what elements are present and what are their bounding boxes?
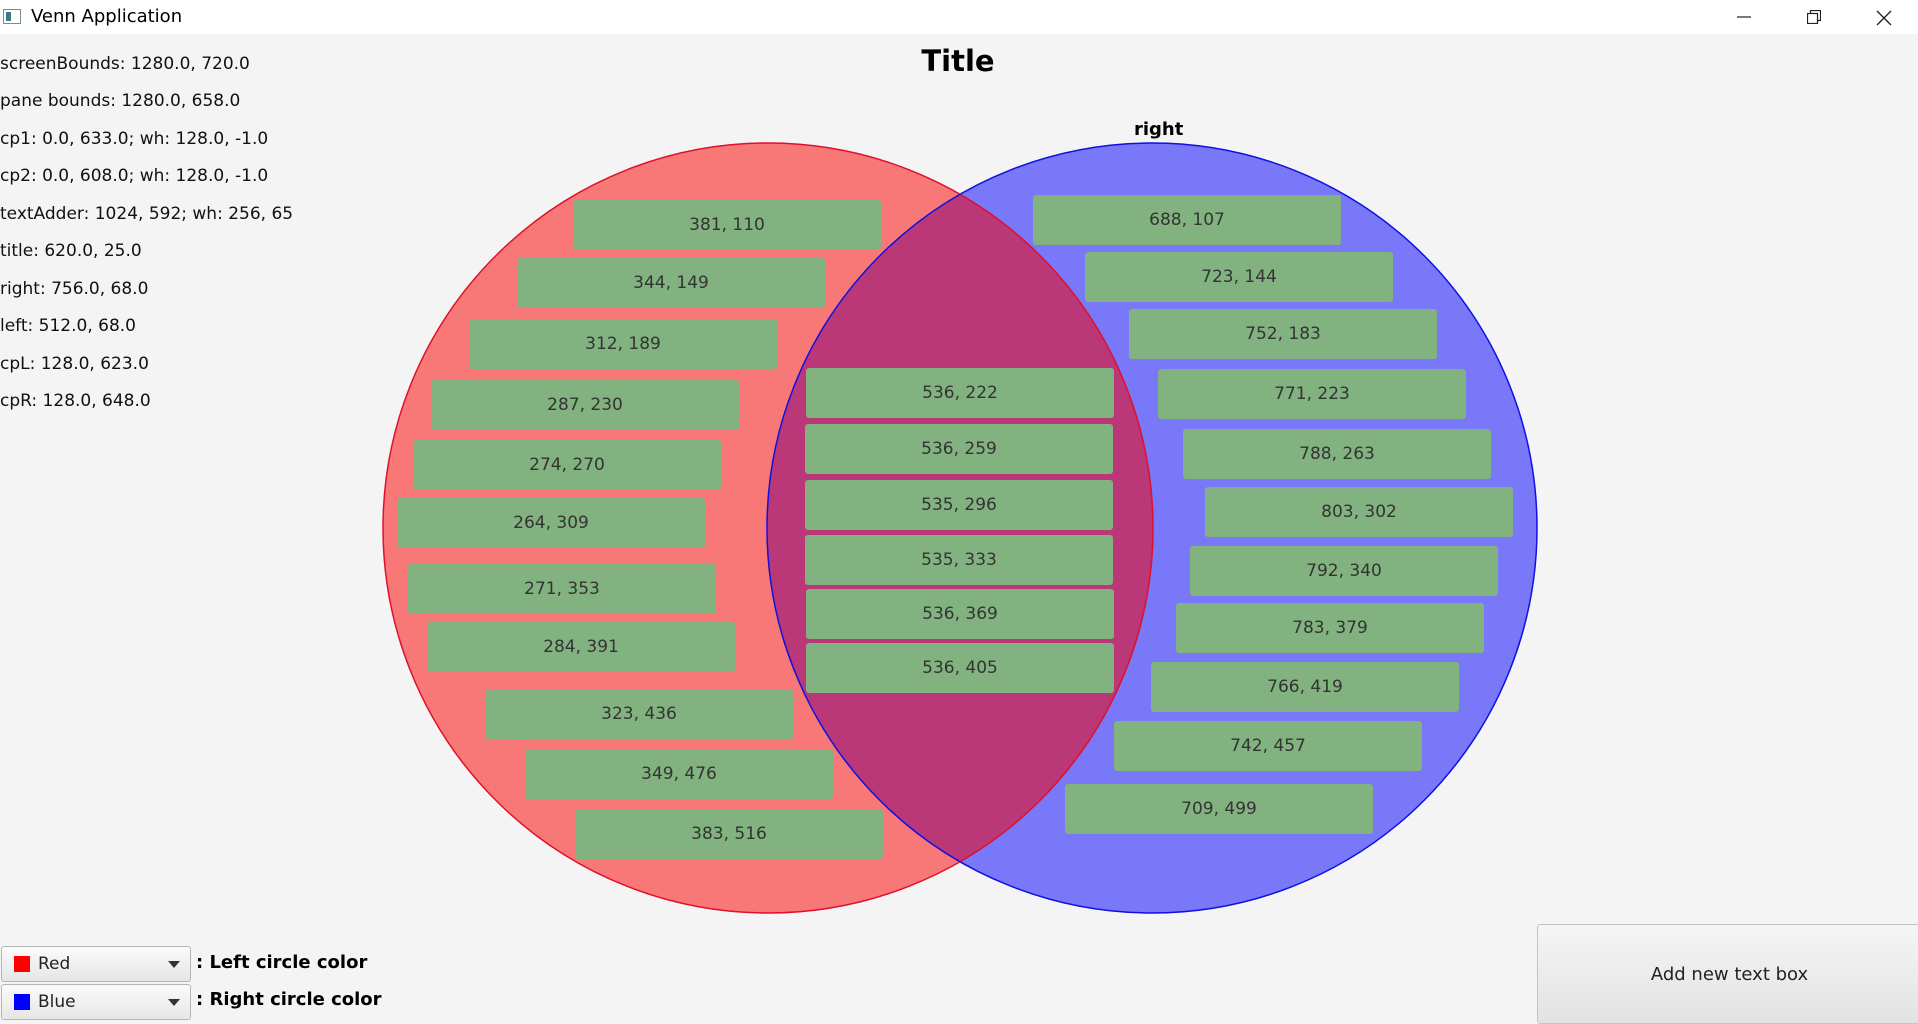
text-box[interactable]: 383, 516 [575, 809, 883, 859]
text-box[interactable]: 788, 263 [1183, 429, 1491, 479]
text-box[interactable]: 344, 149 [517, 258, 825, 308]
debug-title: title: 620.0, 25.0 [0, 241, 142, 261]
minimize-button[interactable] [1709, 0, 1779, 34]
text-box[interactable]: 287, 230 [431, 380, 739, 430]
text-box[interactable]: 783, 379 [1176, 603, 1484, 653]
window-title: Venn Application [31, 6, 183, 27]
text-box[interactable]: 284, 391 [427, 622, 735, 672]
text-box[interactable]: 271, 353 [408, 564, 716, 614]
text-box[interactable]: 771, 223 [1158, 369, 1466, 419]
app-icon [3, 9, 21, 24]
debug-left: left: 512.0, 68.0 [0, 316, 136, 336]
text-box[interactable]: 264, 309 [397, 498, 705, 548]
chevron-down-icon [168, 961, 180, 968]
right-color-swatch [14, 994, 30, 1010]
debug-text-adder: textAdder: 1024, 592; wh: 256, 65 [0, 204, 294, 224]
text-box[interactable]: 274, 270 [413, 440, 721, 490]
minimize-icon [1737, 16, 1751, 18]
diagram-title[interactable]: Title [921, 44, 995, 78]
overlap-region [767, 143, 1153, 913]
right-circle-outline [766, 142, 1538, 914]
left-color-swatch [14, 956, 30, 972]
right-color-value: Blue [38, 992, 76, 1012]
text-box[interactable]: 688, 107 [1033, 195, 1341, 245]
title-bar: Venn Application [0, 0, 1918, 34]
restore-button[interactable] [1779, 0, 1849, 34]
text-box[interactable]: 312, 189 [469, 319, 777, 369]
right-color-caption: : Right circle color [196, 989, 382, 1010]
text-box[interactable]: 709, 499 [1065, 784, 1373, 834]
text-box[interactable]: 536, 405 [806, 643, 1114, 693]
left-color-caption: : Left circle color [196, 952, 368, 973]
debug-cpl: cpL: 128.0, 623.0 [0, 354, 149, 374]
chevron-down-icon [168, 999, 180, 1006]
left-color-value: Red [38, 954, 71, 974]
text-box[interactable]: 742, 457 [1114, 721, 1422, 771]
right-circle-label[interactable]: right [1134, 119, 1184, 140]
debug-cpr: cpR: 128.0, 648.0 [0, 391, 151, 411]
debug-pane-bounds: pane bounds: 1280.0, 658.0 [0, 91, 241, 111]
text-box[interactable]: 803, 302 [1205, 487, 1513, 537]
text-box[interactable]: 536, 369 [806, 589, 1114, 639]
text-box[interactable]: 536, 222 [806, 368, 1114, 418]
debug-screen-bounds: screenBounds: 1280.0, 720.0 [0, 54, 250, 74]
add-text-box-button[interactable]: Add new text box [1537, 924, 1918, 1024]
close-button[interactable] [1848, 0, 1918, 34]
text-box[interactable]: 752, 183 [1129, 309, 1437, 359]
text-box[interactable]: 323, 436 [485, 689, 793, 739]
debug-cp2: cp2: 0.0, 608.0; wh: 128.0, -1.0 [0, 166, 269, 186]
text-box[interactable]: 792, 340 [1190, 546, 1498, 596]
text-box[interactable]: 766, 419 [1151, 662, 1459, 712]
left-color-picker[interactable]: Red [1, 946, 191, 982]
debug-right: right: 756.0, 68.0 [0, 279, 149, 299]
text-box[interactable]: 535, 296 [805, 480, 1113, 530]
debug-cp1: cp1: 0.0, 633.0; wh: 128.0, -1.0 [0, 129, 269, 149]
text-box[interactable]: 723, 144 [1085, 252, 1393, 302]
text-box[interactable]: 349, 476 [525, 749, 833, 799]
text-box[interactable]: 536, 259 [805, 424, 1113, 474]
text-box[interactable]: 535, 333 [805, 535, 1113, 585]
text-box[interactable]: 381, 110 [573, 200, 881, 250]
restore-icon [1807, 10, 1821, 24]
left-circle-outline [382, 142, 1154, 914]
close-icon [1876, 10, 1892, 26]
